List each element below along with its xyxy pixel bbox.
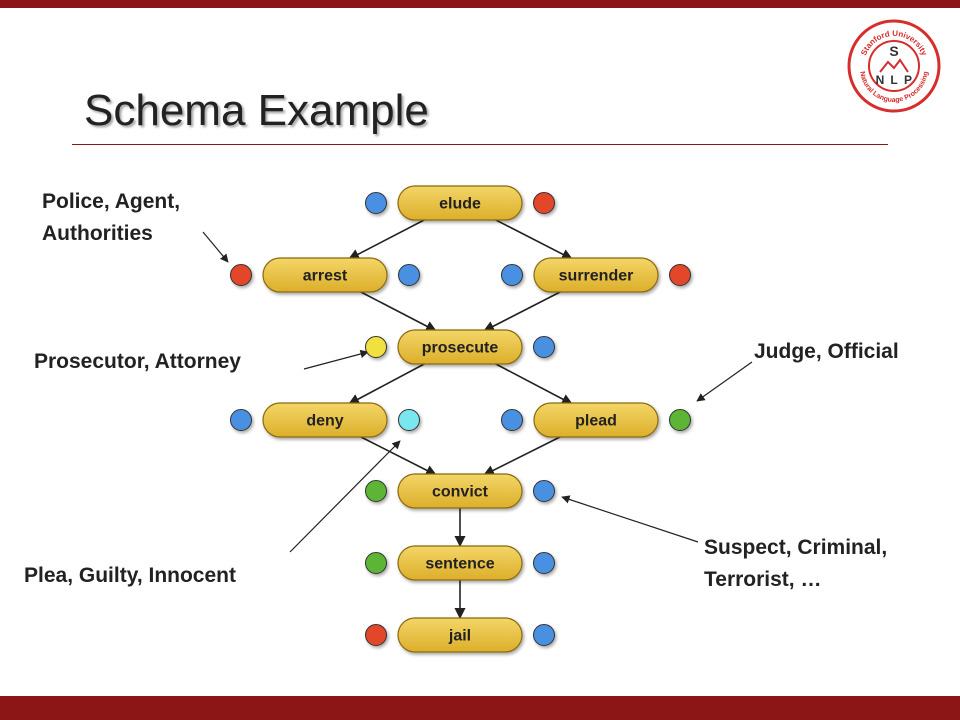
edge-elude-surrender [491, 217, 573, 260]
annotation-plea-line1: Plea, Guilty, Innocent [24, 564, 236, 587]
annotation-prosecutor-line1: Prosecutor, Attorney [34, 350, 241, 373]
node-prosecute-right-role-dot [533, 336, 555, 358]
node-elude: elude [365, 185, 555, 221]
node-sentence-right-role-dot [533, 552, 555, 574]
annotation-arrows-layer [202, 231, 753, 553]
annotation-suspect-line2: Terrorist, … [704, 567, 822, 591]
node-arrest-right-role-dot [398, 264, 420, 286]
node-surrender-pill [533, 257, 659, 293]
node-surrender-left-role-dot [501, 264, 523, 286]
node-convict-pill [397, 473, 523, 509]
edge-deny-convict [356, 434, 437, 476]
node-plead: plead [501, 402, 691, 438]
node-sentence-left-role-dot [365, 552, 387, 574]
node-surrender-label: surrender [559, 268, 634, 285]
top-accent-bar [0, 0, 960, 8]
node-surrender-right-role-dot [669, 264, 691, 286]
node-jail: jail [365, 617, 555, 653]
node-prosecute-left-role-dot [365, 336, 387, 358]
annotation-judge: Judge, Official [754, 336, 899, 368]
node-prosecute: prosecute [365, 329, 555, 365]
logo-letter-s: S [889, 43, 898, 59]
edge-plead-convict [482, 434, 565, 476]
node-elude-right-role-dot [533, 192, 555, 214]
edge-prosecute-deny [348, 361, 429, 405]
node-deny-label: deny [306, 413, 343, 430]
annotation-arrow-suspect [561, 495, 699, 543]
node-jail-right-role-dot [533, 624, 555, 646]
node-arrest-left-role-dot [230, 264, 252, 286]
node-arrest-pill [262, 257, 388, 293]
annotation-police-line1: Police, Agent, [42, 190, 181, 213]
annotation-plea: Plea, Guilty, Innocent [24, 560, 236, 592]
node-elude-label: elude [439, 196, 481, 213]
annotation-suspect-line1: Suspect, Criminal, [704, 536, 888, 559]
node-jail-left-role-dot [365, 624, 387, 646]
annotation-arrow-prosecutor [303, 349, 369, 370]
node-deny-pill [262, 402, 388, 438]
node-plead-pill [533, 402, 659, 438]
node-prosecute-pill [397, 329, 523, 365]
annotation-police: Police, Agent, Authorities [42, 186, 180, 249]
node-plead-label: plead [575, 413, 617, 430]
node-sentence-pill [397, 545, 523, 581]
node-deny: deny [230, 402, 420, 438]
node-sentence: sentence [365, 545, 555, 581]
node-surrender: surrender [501, 257, 691, 293]
annotation-arrow-plea [289, 440, 401, 553]
annotation-police-line2: Authorities [42, 221, 153, 245]
annotation-arrow-judge [696, 361, 753, 402]
annotation-suspect: Suspect, Criminal, Terrorist, … [704, 532, 887, 595]
annotation-arrow-police [202, 231, 229, 263]
bottom-accent-bar [0, 696, 960, 720]
node-elude-left-role-dot [365, 192, 387, 214]
annotation-judge-line1: Judge, Official [754, 340, 899, 363]
node-plead-right-role-dot [669, 409, 691, 431]
node-arrest: arrest [230, 257, 420, 293]
slide-title: Schema Example [84, 86, 429, 135]
logo-letter-n: N [876, 73, 885, 87]
node-jail-label: jail [448, 628, 471, 645]
node-plead-left-role-dot [501, 409, 523, 431]
nodes-layer: elude arrest surrender prosecute deny plead co… [230, 185, 691, 653]
edge-arrest-prosecute [356, 289, 437, 332]
node-deny-left-role-dot [230, 409, 252, 431]
stanford-nlp-logo: Stanford University Natural Language Pro… [847, 19, 941, 113]
logo-letter-l: L [890, 73, 897, 87]
node-deny-right-role-dot [398, 409, 420, 431]
logo-letter-p: P [904, 73, 912, 87]
edge-elude-arrest [348, 217, 429, 260]
node-convict: convict [365, 473, 555, 509]
edges-layer [348, 217, 573, 620]
title-rule [72, 144, 888, 145]
annotation-prosecutor: Prosecutor, Attorney [34, 346, 241, 378]
edge-prosecute-plead [491, 361, 573, 405]
node-convict-left-role-dot [365, 480, 387, 502]
node-arrest-label: arrest [303, 268, 348, 285]
node-prosecute-label: prosecute [422, 340, 499, 357]
node-elude-pill [397, 185, 523, 221]
node-jail-pill [397, 617, 523, 653]
node-sentence-label: sentence [425, 556, 494, 573]
edge-surrender-prosecute [483, 289, 565, 332]
node-convict-label: convict [432, 484, 489, 501]
node-convict-right-role-dot [533, 480, 555, 502]
